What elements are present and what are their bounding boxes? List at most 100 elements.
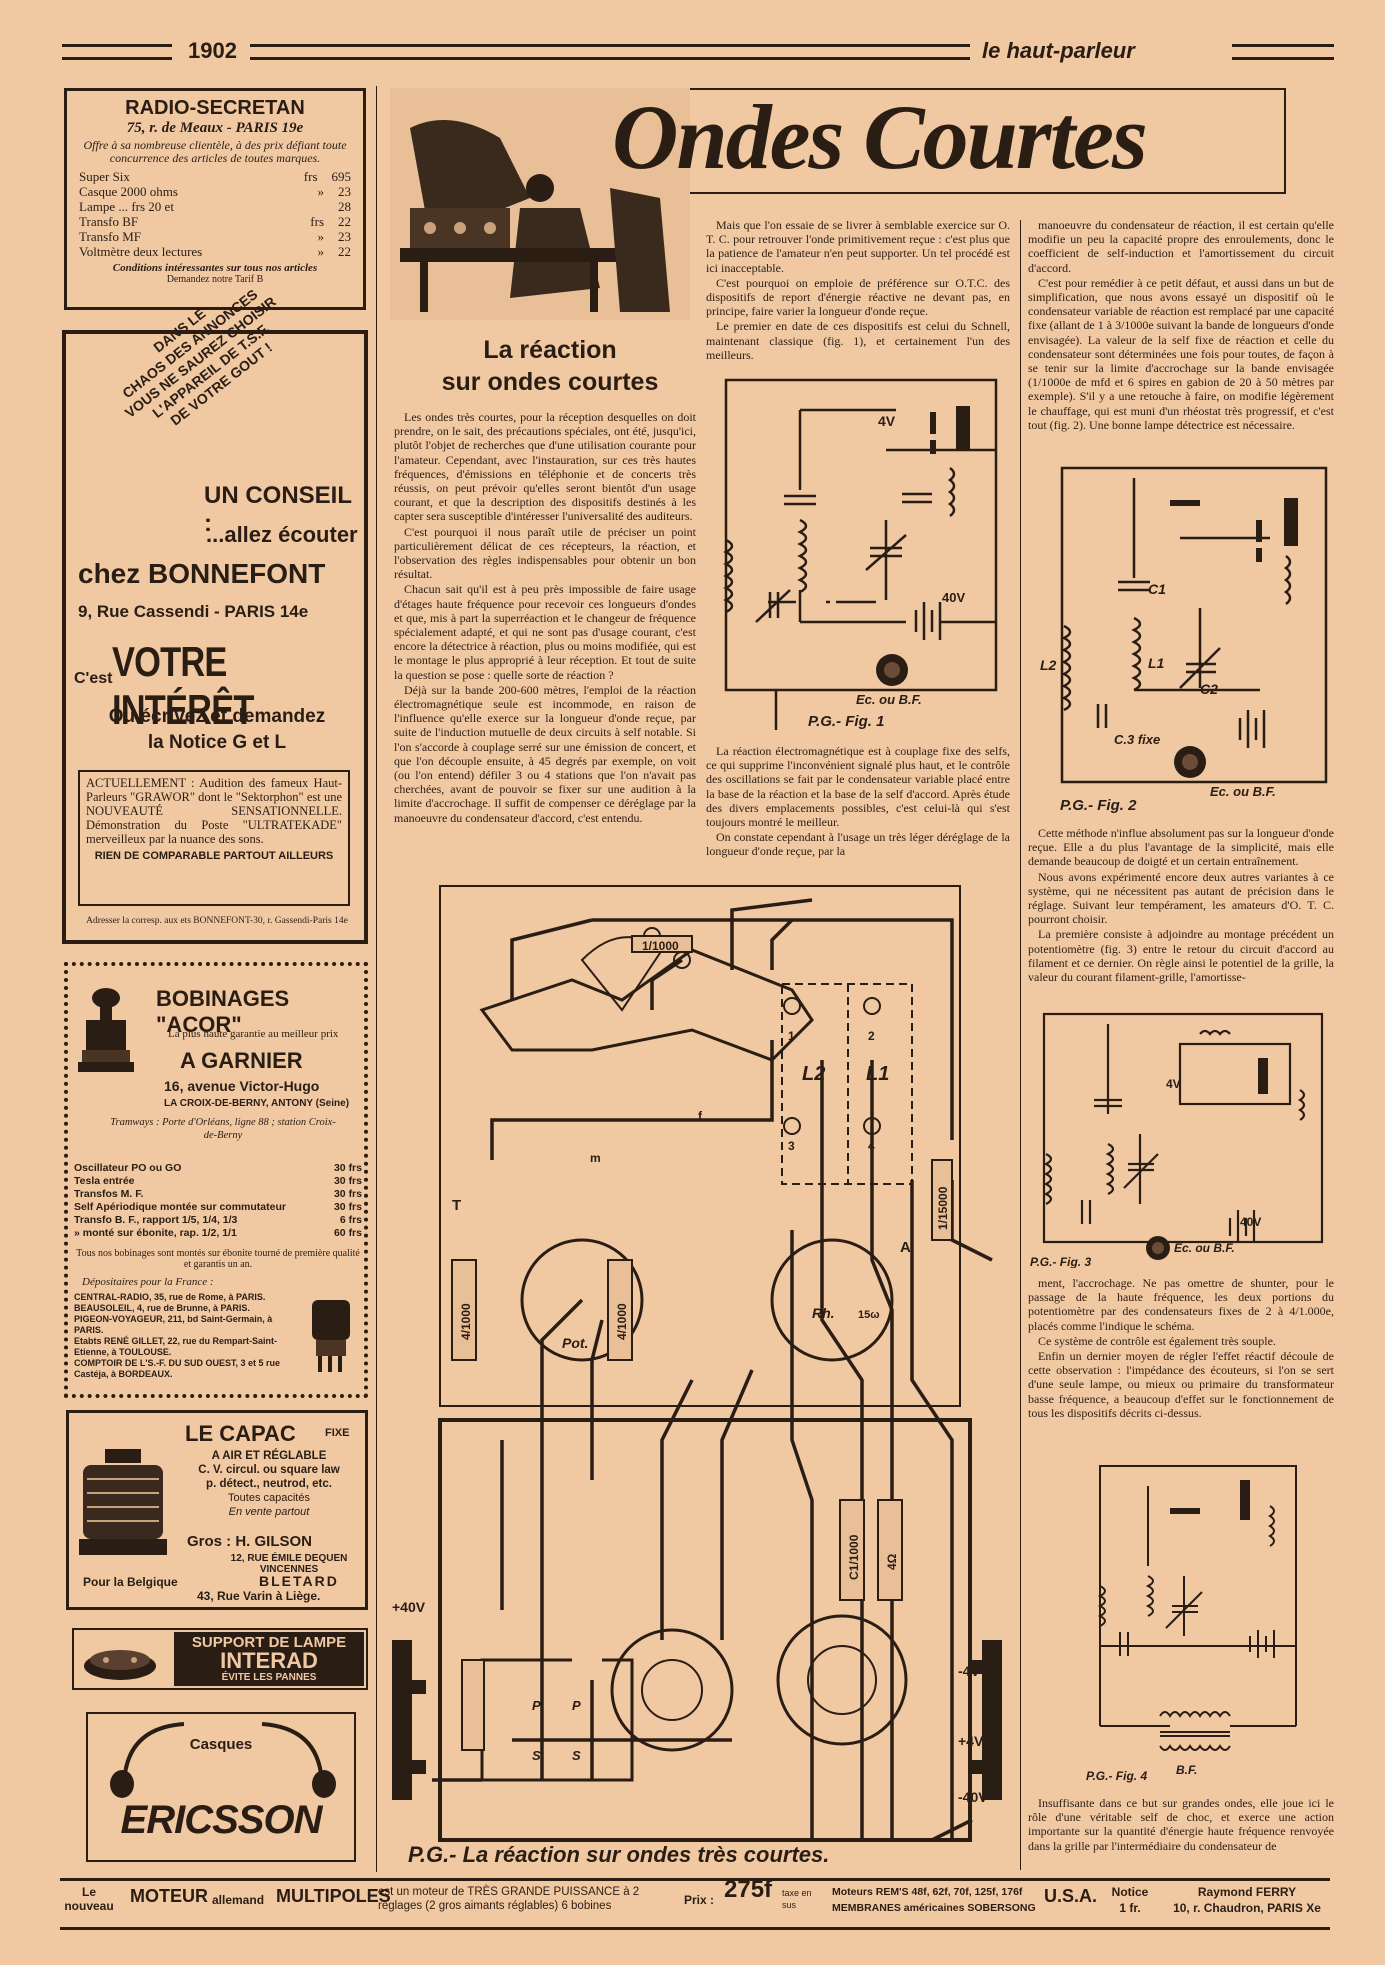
ad-interad-line1: SUPPORT DE LAMPE: [191, 1634, 347, 1651]
price-value: 30 frs: [333, 1175, 362, 1187]
ad-secretan-conditions: Conditions intéressantes sur tous nos ar…: [112, 262, 318, 274]
price-item: Casque 2000 ohms: [79, 184, 178, 199]
fig3-caption: P.G.- Fig. 3: [1030, 1255, 1091, 1268]
article-column-3-low: ment, l'accrochage. Ne pas omettre de sh…: [1028, 1276, 1334, 1421]
capacitor-illustration: [79, 1449, 167, 1555]
ad-capac-belgique-name: BLETARD: [259, 1573, 339, 1589]
wiring-label-4-1000-b: 4/1000: [615, 1303, 629, 1340]
fig2-label-c2: C2: [1200, 681, 1218, 697]
paragraph: Déjà sur la bande 200-600 mètres, l'empl…: [394, 682, 696, 825]
ad-secretan-tarif: Demandez notre Tarif B: [166, 274, 264, 285]
ad-interad-panel: [174, 1632, 364, 1686]
paragraph: C'est pour remédier à ce petit défaut, e…: [1028, 275, 1334, 432]
capac-line: Toutes capacités: [228, 1492, 310, 1504]
wiring-label-m: m: [590, 1151, 601, 1165]
ad-bonnefont-address: 9, Rue Cassendi - PARIS 14e: [78, 602, 309, 621]
price-item: Transfos M. F.: [74, 1188, 144, 1200]
wiring-label-l2: L2: [802, 1063, 825, 1085]
ad-capac-belgique: Pour la Belgique: [83, 1575, 178, 1589]
ad-secretan-address: 75, r. de Meaux - PARIS 19e: [126, 120, 304, 136]
wiring-label-f: f: [698, 1109, 703, 1123]
price-value: 22: [338, 244, 351, 259]
article-column-3-bottom: Insuffisante dans ce but sur grandes ond…: [1028, 1796, 1334, 1854]
ad-interad-line2: INTERAD: [220, 1648, 318, 1673]
capac-line: p. détect., neutrod, etc.: [206, 1478, 332, 1490]
ad-secretan-name: RADIO-SECRETAN: [125, 97, 305, 119]
price-item: Transfo MF: [79, 229, 142, 244]
footer-ferry: Raymond FERRY: [1197, 1885, 1297, 1899]
price-value: 23: [338, 229, 351, 244]
footer-notice-price: 1 fr.: [1119, 1901, 1141, 1915]
paragraph: Nous avons expérimenté encore deux autre…: [1028, 869, 1334, 927]
footer-prix: 275f: [724, 1876, 773, 1903]
depositaire-line: BEAUSOLEIL, 4, rue de Brunne, à PARIS.: [74, 1303, 250, 1313]
wiring-label-s2: S: [572, 1748, 581, 1763]
wiring-label-1-15000: 1/15000: [936, 1186, 950, 1230]
fig2-caption: P.G.- Fig. 2: [1060, 797, 1137, 814]
ad-bonnefont-cest: C'est: [74, 670, 113, 687]
ad-acor-note: Tous nos bobinages sont montés sur éboni…: [76, 1248, 360, 1270]
capac-line: A AIR ET RÉGLABLE: [211, 1450, 327, 1462]
price-row: Transfos M. F.30 frs: [74, 1188, 362, 1201]
article-title-line1: La réaction: [483, 336, 617, 364]
price-item: Transfo BF: [79, 214, 139, 229]
fig1-label-4v: 4V: [878, 413, 896, 429]
page-number: 1902: [188, 38, 237, 63]
fig2-label-l2: L2: [1040, 657, 1057, 673]
price-row: Casque 2000 ohms»23: [79, 184, 351, 199]
wiring-label-plus-40v: +40V: [392, 1599, 426, 1615]
wiring-label-2: 2: [868, 1029, 875, 1043]
price-value: 22: [338, 214, 351, 229]
article-column-3-mid: Cette méthode n'influe absolument pas su…: [1028, 826, 1334, 985]
wiring-label-pot: Pot.: [562, 1335, 588, 1351]
price-row: Voltmètre deux lectures»22: [79, 244, 351, 259]
fig2-label-l1: L1: [1148, 655, 1165, 671]
article-title-line2: sur ondes courtes: [441, 368, 659, 396]
ad-acor-depositaires: CENTRAL-RADIO, 35, rue de Rome, à PARIS.…: [74, 1292, 304, 1380]
depositaire-line: PIGEON-VOYAGEUR, 211, bd Saint-Germain, …: [74, 1314, 273, 1335]
paragraph: Les ondes très courtes, pour la réceptio…: [394, 410, 696, 524]
price-item: Voltmètre deux lectures: [79, 244, 203, 259]
ad-bonnefont-conseil: UN CONSEIL :: [204, 482, 352, 537]
footer-taxe: taxe en sus: [782, 1888, 812, 1910]
ad-capac-gros-address: 12, RUE ÉMILE DEQUEN VINCENNES: [230, 1553, 348, 1575]
price-item: Oscillateur PO ou GO: [74, 1162, 182, 1174]
ad-bonnefont-actuellement-box: ACTUELLEMENT : Audition des fameux Haut-…: [78, 770, 350, 906]
coil-illustration: [78, 988, 134, 1072]
price-unit: frs: [310, 214, 324, 229]
wiring-label-p2: P: [572, 1698, 581, 1713]
paragraph: C'est pourquoi il nous paraît utile de p…: [394, 524, 696, 582]
wiring-label-minus-4v: -4V: [958, 1663, 980, 1679]
ad-bonnefont: DANS LE CHAOS DES ANNONCES VOUS NE SAURE…: [62, 286, 368, 944]
price-value: 28: [338, 199, 351, 214]
paragraph: manoeuvre du condensateur de réaction, i…: [1028, 218, 1334, 275]
lamp-base-illustration: [312, 1300, 350, 1372]
capac-line: C. V. circul. ou square law: [198, 1464, 340, 1476]
ad-acor-title: BOBINAGES "ACOR": [156, 986, 290, 1037]
fig1-caption: P.G.- Fig. 1: [808, 713, 884, 730]
footer-usa: U.S.A.: [1044, 1886, 1098, 1906]
figure-1-schematic: 4V 40V Ec. ou B.F. P.G.- Fig. 1: [723, 378, 998, 730]
price-value: 23: [338, 184, 351, 199]
ad-radio-secretan: RADIO-SECRETAN 75, r. de Meaux - PARIS 1…: [64, 88, 366, 310]
figure-3-schematic: 4V 40V Ec. ou B.F. P.G.- Fig. 3: [1030, 1012, 1324, 1268]
price-row: Tesla entrée 30 frs: [74, 1175, 362, 1188]
price-item: Tesla entrée: [74, 1175, 135, 1187]
wiring-caption: P.G.- La réaction sur ondes très courtes…: [408, 1842, 829, 1867]
ad-ericsson: Casques ERICSSON: [86, 1712, 356, 1862]
footer-le-nouveau: Le nouveau: [64, 1885, 114, 1913]
capac-line: En vente partout: [228, 1506, 310, 1518]
depositaire-line: CENTRAL-RADIO, 35, rue de Rome, à PARIS.: [74, 1292, 266, 1302]
price-unit: »: [317, 229, 325, 244]
wiring-label-3: 3: [788, 1139, 795, 1153]
ad-bonnefont-chez: chez BONNEFONT: [78, 558, 326, 589]
price-item: » monté sur ébonite, rap. 1/2, 1/1: [74, 1227, 237, 1239]
wiring-label-15ohm: 15ω: [858, 1309, 880, 1321]
